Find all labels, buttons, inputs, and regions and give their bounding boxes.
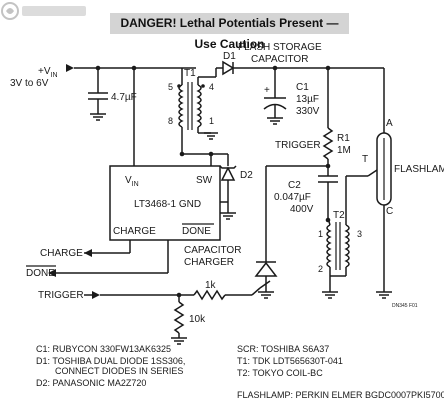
c2-value: 0.047µF <box>274 192 311 203</box>
r-1k <box>193 289 226 301</box>
t2-name: T2 <box>333 210 345 221</box>
cin-ground <box>90 113 106 121</box>
ic-charge-pin: CHARGE <box>113 226 156 237</box>
legend-d2: D2: PANASONIC MA2Z720 <box>36 378 146 388</box>
t1-secondary <box>196 84 202 128</box>
t2-secondary <box>344 224 350 268</box>
trigger-node-label: TRIGGER <box>275 140 321 151</box>
c2-name: C2 <box>288 180 301 191</box>
r10k-ground <box>171 337 187 345</box>
r1-value: 1M <box>337 145 351 156</box>
r1-name: R1 <box>337 133 350 144</box>
d2-schottky-bar <box>219 165 237 169</box>
t1-ground <box>204 132 218 140</box>
charge-signal: CHARGE <box>40 248 83 259</box>
flashlamp-label: FLASHLAMP <box>394 164 444 175</box>
d1-label: D1 <box>223 51 236 62</box>
svg-text:1: 1 <box>318 229 323 239</box>
svg-text:4: 4 <box>209 82 214 92</box>
flash-storage-l2: CAPACITOR <box>251 54 308 65</box>
danger-banner: DANGER! Lethal Potentials Present — Use … <box>110 13 349 51</box>
r-10k-label: 10k <box>189 314 206 325</box>
scr <box>254 261 278 277</box>
flashlamp-pin-a: A <box>386 118 393 129</box>
cin-value: 4.7µF <box>111 92 137 103</box>
figure-id: DN345 F01 <box>392 303 418 309</box>
ic-vin-pin: VIN <box>125 175 139 188</box>
legend-scr: SCR: TOSHIBA S6A37 <box>237 344 329 354</box>
svg-text:5: 5 <box>168 82 173 92</box>
flash-storage-l1: FLASH STORAGE <box>238 42 322 53</box>
d2-label: D2 <box>240 170 253 181</box>
legend-t1: T1: TDK LDT565630T-041 <box>237 356 343 366</box>
t1-primary <box>178 84 184 128</box>
flashlamp-pin-t: T <box>362 154 368 165</box>
cap-charger-l2: CHARGER <box>184 257 234 268</box>
ic-sw-pin: SW <box>196 175 213 186</box>
vin-label: +VIN <box>38 66 58 79</box>
cap-charger-l1: CAPACITOR <box>184 245 241 256</box>
c1-name: C1 <box>296 82 309 93</box>
svg-text:+: + <box>264 85 270 96</box>
trigger-signal: TRIGGER <box>38 290 84 301</box>
svg-text:3: 3 <box>357 229 362 239</box>
r1-resistor <box>322 127 334 160</box>
r-1k-label: 1k <box>205 280 217 291</box>
c1-value: 13µF <box>296 94 319 105</box>
ic-ground <box>220 212 236 220</box>
legend-d1-line1: D1: TOSHIBA DUAL DIODE 1SS306, <box>36 356 185 366</box>
watermark-logo <box>1 2 86 20</box>
c2-voltage: 400V <box>290 204 314 215</box>
t2-primary <box>326 224 332 268</box>
legend-d1-line2: CONNECT DIODES IN SERIES <box>55 366 183 376</box>
scr-ground <box>258 291 274 299</box>
r-10k <box>173 301 185 334</box>
vin-arrowhead <box>66 64 74 72</box>
lamp-ground <box>376 291 392 299</box>
vin-range: 3V to 6V <box>10 78 49 89</box>
c1-ground <box>267 117 283 125</box>
ic-done-pin: DONE <box>182 226 211 237</box>
svg-text:2: 2 <box>318 264 323 274</box>
legend-c1: C1: RUBYCON 330FW13AK6325 <box>36 344 171 354</box>
t2-ground <box>322 276 338 299</box>
lt3468-ic <box>109 165 221 241</box>
d2-diode <box>220 166 236 181</box>
legend-t2: T2: TOKYO COIL-BC <box>237 368 323 378</box>
svg-text:8: 8 <box>168 116 173 126</box>
d1-diode <box>222 60 235 76</box>
c1-voltage: 330V <box>296 106 320 117</box>
ic-part-gnd: LT3468-1 GND <box>134 199 201 210</box>
legend-flashlamp: FLASHLAMP: PERKIN ELMER BGDC0007PKI5700 <box>237 390 444 400</box>
done-signal: DONE <box>26 268 55 279</box>
flashlamp-pin-c: C <box>386 206 393 217</box>
t1-name: T1 <box>184 68 196 79</box>
svg-text:1: 1 <box>209 116 214 126</box>
